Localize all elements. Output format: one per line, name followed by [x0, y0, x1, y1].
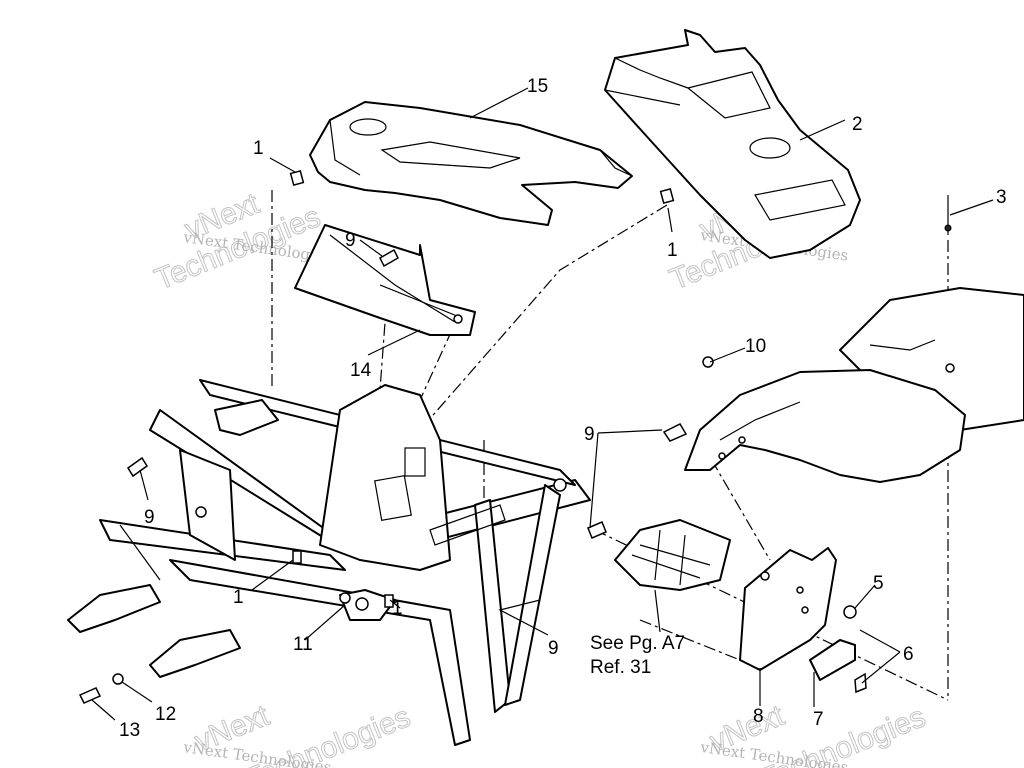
reference-note: See Pg. A7 Ref. 31	[590, 633, 685, 678]
fastener-1-lower-mid	[384, 594, 394, 608]
console-part	[604, 29, 861, 259]
nut-6-icon	[854, 672, 867, 694]
washer-5-icon	[843, 605, 857, 619]
front-cover-part	[309, 101, 633, 226]
callout-2: 2	[852, 114, 863, 135]
bracket-shield-part	[294, 224, 476, 336]
callout-10: 10	[745, 336, 766, 357]
bolt-9-right-lower-icon	[587, 521, 607, 539]
leader-lines	[91, 87, 994, 721]
fastener-1-top-left	[289, 169, 305, 187]
callout-labels: 1 1 1 1 2 3 5 6 7 8 9 9 9 9 10 11 12 13 …	[119, 76, 1007, 741]
callout-5: 5	[873, 573, 884, 594]
step-pad-part	[614, 519, 731, 591]
plate-bracket-part	[739, 547, 856, 681]
callout-1-top-center: 1	[667, 240, 678, 261]
bushing-11-icon	[339, 592, 351, 604]
callout-11: 11	[293, 634, 313, 655]
callout-12: 12	[155, 704, 176, 725]
bolt-9-left-icon	[126, 456, 149, 478]
reference-note-line-2: Ref. 31	[590, 657, 651, 678]
watermark-bottom-left: vNext Technologies vNext Technologies	[181, 698, 415, 768]
washer-12-icon	[112, 673, 124, 685]
callout-1-lower-mid: 1	[392, 598, 403, 619]
fastener-1-top-center	[659, 187, 675, 205]
callout-9-bottom: 9	[548, 638, 559, 659]
callout-1-top-left: 1	[253, 138, 264, 159]
screw-13-icon	[78, 687, 102, 704]
callout-3: 3	[996, 187, 1007, 208]
callout-8: 8	[753, 706, 764, 727]
callout-1-lower-left: 1	[233, 587, 244, 608]
fastener-1-lower-left	[292, 550, 302, 564]
callout-9-upper: 9	[345, 230, 356, 251]
callout-9-left: 9	[144, 507, 155, 528]
screw-3-head-icon	[944, 224, 952, 232]
callout-9-right-upper: 9	[584, 424, 595, 445]
rear-fender-part	[684, 287, 1024, 483]
reference-note-line-1: See Pg. A7	[590, 633, 685, 654]
callout-15: 15	[527, 76, 548, 97]
fasteners	[78, 169, 952, 704]
bolt-10-icon	[702, 356, 714, 368]
main-frame-part	[67, 379, 591, 746]
bolt-9-right-upper-icon	[662, 423, 688, 442]
callout-6: 6	[903, 644, 914, 665]
callout-14: 14	[350, 360, 372, 381]
callout-13: 13	[119, 720, 140, 741]
bolt-9-upper-icon	[379, 248, 399, 268]
callout-7: 7	[813, 709, 824, 730]
